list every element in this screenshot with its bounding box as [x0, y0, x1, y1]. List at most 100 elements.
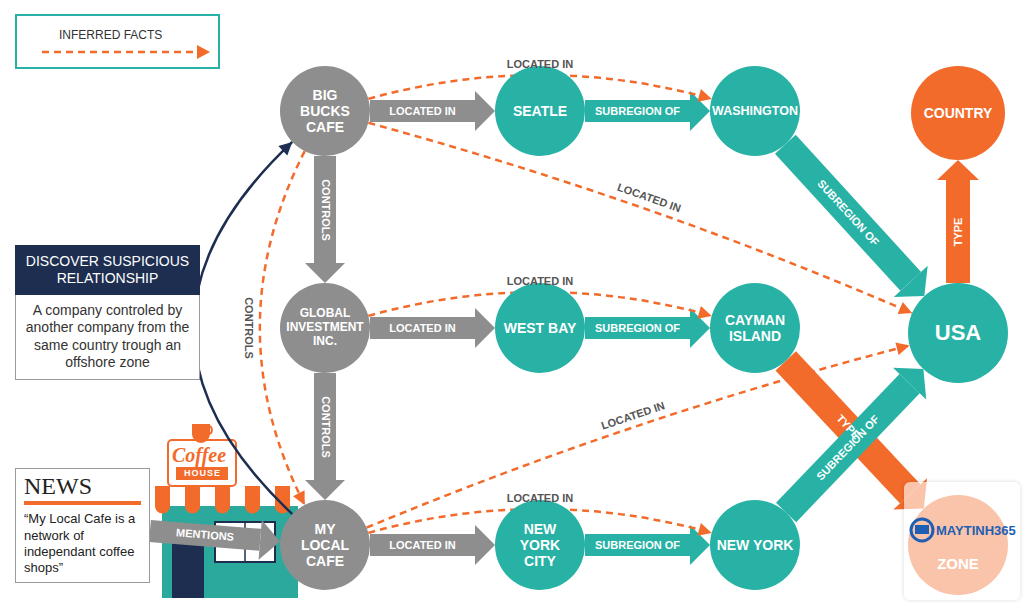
flow-arrow — [305, 156, 345, 283]
circle-fill — [280, 283, 370, 373]
arrow-label: TYPE — [953, 217, 964, 246]
sign-board — [168, 440, 236, 486]
arrow-label: CONTROLS — [320, 179, 331, 241]
arrow-head — [475, 525, 495, 565]
arrow-head — [305, 480, 345, 500]
circle-fill — [495, 500, 585, 590]
inferred-label: LOCATED IN — [507, 276, 573, 287]
flow-arrow — [305, 373, 345, 500]
circle-fill — [908, 495, 1008, 595]
inferred-arrow — [368, 123, 912, 314]
logo-screen — [915, 525, 929, 534]
region-node: CAYMAN ISLAND — [710, 283, 800, 373]
flow-arrow — [370, 91, 495, 131]
node-label: NEW YORK CITY — [502, 521, 578, 569]
flow-arrow — [370, 525, 495, 565]
cup-icon — [192, 424, 210, 443]
arrow-head — [259, 520, 281, 560]
node-label: MY LOCAL CAFE — [297, 521, 353, 569]
dashed-line-sample — [42, 51, 197, 54]
state-node: NEW YORK — [710, 500, 800, 590]
node-label: NEW YORK — [715, 537, 795, 553]
watermark-logo — [904, 482, 1020, 600]
circle-fill — [710, 66, 800, 156]
arrow-head — [893, 368, 926, 400]
arrow-label: SUBREGION OF — [595, 323, 680, 334]
arrow-head — [895, 342, 909, 355]
flow-arrow — [585, 308, 710, 348]
arrow-head — [894, 266, 928, 297]
arrow-head — [305, 263, 345, 283]
arrow-label: SUBREGION OF — [595, 540, 680, 551]
arrow-head — [293, 490, 305, 505]
city-node: WEST BAY — [495, 283, 585, 373]
inferred-label: LOCATED IN — [507, 59, 573, 70]
awning-scallop — [155, 499, 170, 514]
arrow-head — [475, 308, 495, 348]
company-node: BIG BUCKS CAFE — [280, 66, 370, 156]
state-node: WASHINGTON — [710, 66, 800, 156]
arrow-shaft — [776, 374, 920, 522]
watermark-text: MAYTINH365 — [936, 524, 1016, 537]
flow-arrow — [937, 160, 979, 283]
arrow-label: SUBREGION OF — [815, 178, 880, 248]
arrow-label: LOCATED IN — [389, 540, 455, 551]
arrow-shaft — [946, 180, 970, 283]
inferred-label: LOCATED IN — [507, 493, 573, 504]
awning-scallop — [215, 499, 230, 514]
house-wall — [162, 506, 298, 598]
legend-sample — [17, 16, 222, 71]
sign-text: Coffee — [172, 445, 226, 465]
type-node: COUNTRY — [911, 66, 1005, 160]
city-node: NEW YORK CITY — [495, 500, 585, 590]
flow-arrow — [775, 135, 928, 297]
circle-fill — [280, 66, 370, 156]
arrow-head — [697, 89, 711, 102]
arrow-shaft — [314, 156, 336, 263]
news-box: NEWS “My Local Cafe is a network of indep… — [15, 468, 150, 583]
legend-box: INFERRED FACTS — [15, 14, 220, 69]
flow-arrow — [370, 308, 495, 348]
inferred-label: LOCATED IN — [599, 400, 665, 432]
callout-box: DISCOVER SUSPICIOUS RELATIONSHIPA compan… — [15, 245, 200, 380]
arrow-shaft — [585, 317, 690, 339]
arrow-head — [278, 142, 292, 156]
arrow-shaft — [370, 317, 475, 339]
dashed-curve — [368, 123, 912, 313]
circle-fill — [495, 283, 585, 373]
node-label: USA — [918, 320, 998, 345]
node-label: GLOBAL INVESTMENT INC. — [284, 307, 366, 348]
company-node: MY LOCAL CAFE — [280, 500, 370, 590]
node-label: COUNTRY — [915, 105, 1001, 121]
node-label: WEST BAY — [500, 320, 580, 336]
flow-arrow — [585, 525, 710, 565]
cup-handle — [210, 426, 212, 434]
watermark-box — [904, 482, 1020, 600]
circle-fill — [495, 66, 585, 156]
arrow-shaft — [585, 100, 690, 122]
arrow-head — [898, 302, 913, 314]
sign-text: HOUSE — [184, 469, 221, 478]
arrow-shaft — [314, 373, 336, 480]
heading-text: DISCOVER SUSPICIOUS RELATIONSHIP — [15, 245, 200, 295]
inferred-label: CONTROLS — [242, 297, 253, 359]
arrow-label: LOCATED IN — [389, 106, 455, 117]
circle-fill — [911, 66, 1005, 160]
arrow-head — [475, 91, 495, 131]
node-label: CAYMAN ISLAND — [715, 312, 795, 344]
legend-text: INFERRED FACTS — [59, 28, 162, 42]
arrow-head — [697, 523, 711, 536]
city-node: SEATLE — [495, 66, 585, 156]
flow-arrow — [585, 91, 710, 131]
body-text: “My Local Cafe is a network of independa… — [24, 511, 141, 576]
circle-fill — [710, 283, 800, 373]
node-label: SEATLE — [500, 103, 580, 119]
country-node: USA — [908, 283, 1008, 383]
arrow-head — [697, 306, 711, 319]
arrow-label: SUBREGION OF — [595, 106, 680, 117]
body-text: A company controled by another company f… — [15, 295, 200, 380]
heading-text: NEWS — [24, 473, 141, 505]
node-label: WASHINGTON — [712, 104, 798, 118]
arrow-head-sample — [197, 45, 210, 59]
